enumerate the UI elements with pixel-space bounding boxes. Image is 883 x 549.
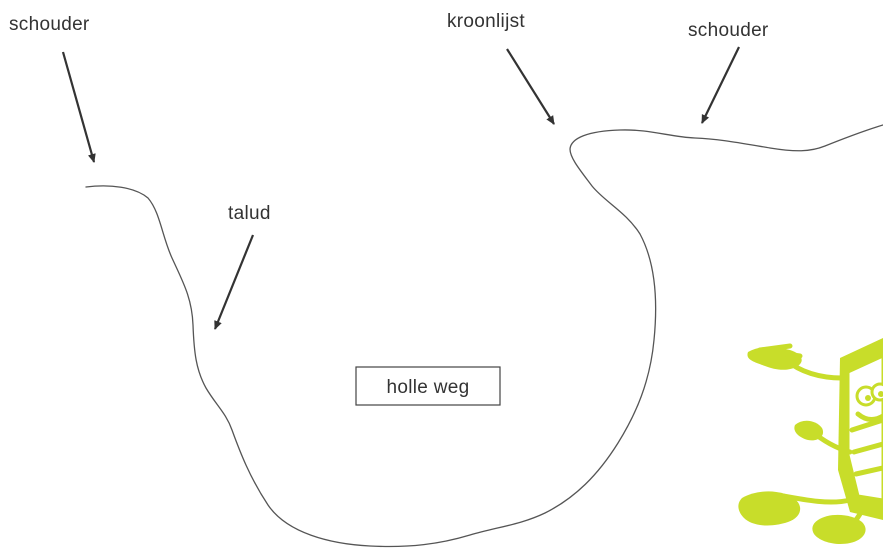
schouder-right-arrow [701,46,740,124]
kroonlijst-label: kroonlijst [447,11,525,32]
holle-weg-frame [355,366,501,406]
holle-weg-box: holle weg [355,366,501,406]
road-profile-line [85,124,883,548]
talud-arrow [213,234,255,330]
kroonlijst-arrow [506,48,555,125]
holle-weg-label: holle weg [387,377,470,398]
talud-label: talud [228,203,271,224]
schouder-left-arrow [61,51,96,163]
schouder-left-label: schouder [9,14,90,35]
pencil-mascot-pointing-icon [738,338,883,544]
schouder-right-label: schouder [688,20,769,41]
